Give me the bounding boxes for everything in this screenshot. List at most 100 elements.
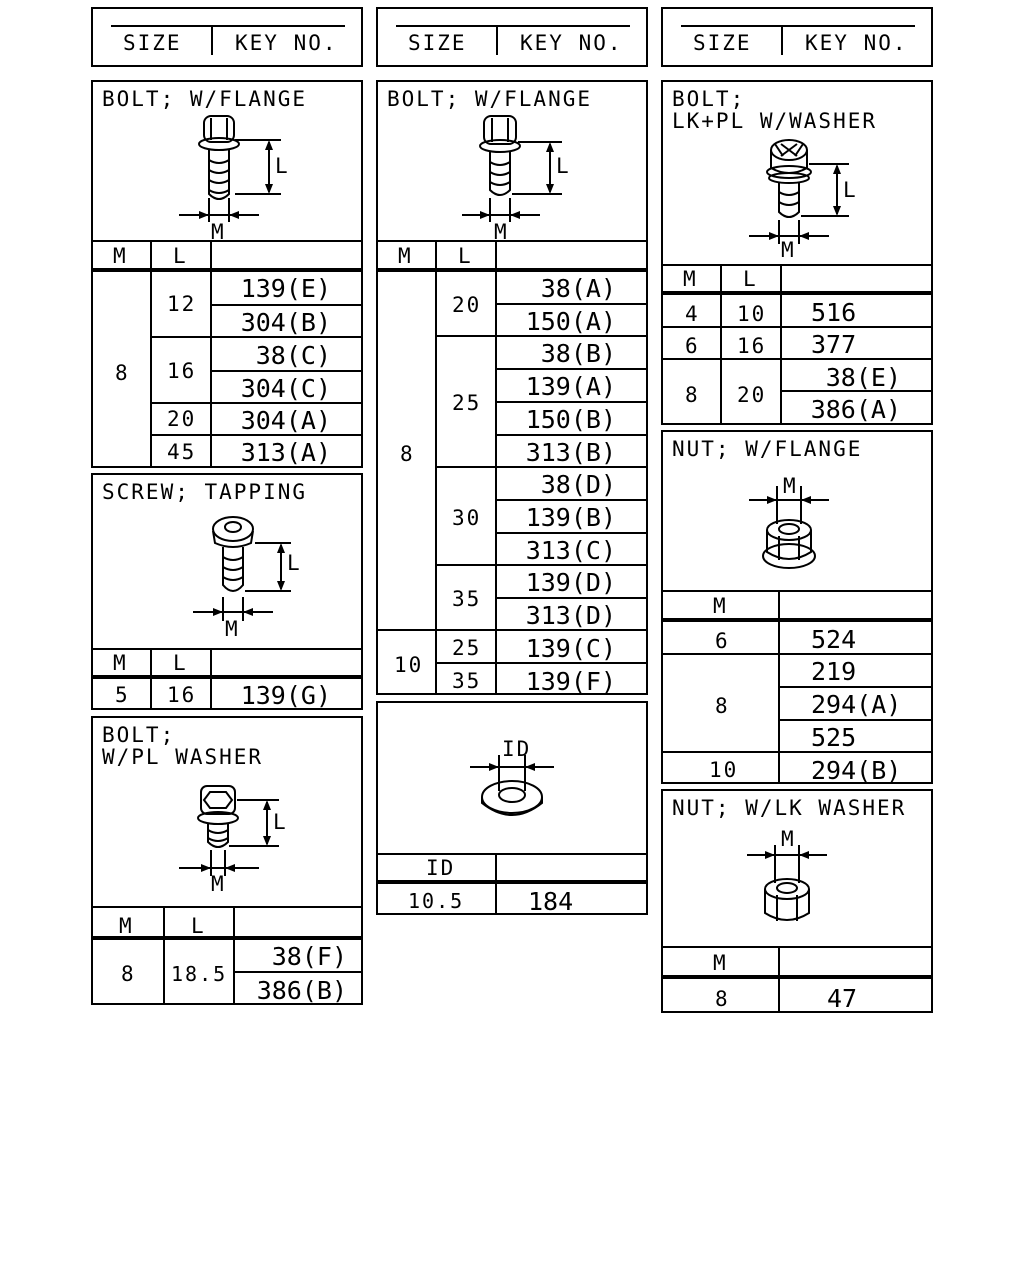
table-line (163, 908, 165, 1003)
header-divider (781, 27, 783, 55)
size-m-value: 8 (121, 962, 136, 986)
key-number: 150(B) (525, 405, 616, 434)
column-l-header: L (173, 244, 188, 268)
panel-title: BOLT; W/FLANGE (387, 87, 593, 111)
table-line (663, 946, 931, 948)
table-line (780, 719, 931, 721)
size-l-value: 25 (452, 391, 482, 415)
size-header: SIZE (123, 31, 182, 55)
table-line (212, 304, 361, 306)
column-m-header: M (119, 914, 134, 938)
dimension-l-label: L (287, 551, 302, 575)
size-m-value: 8 (715, 694, 730, 718)
table-line (210, 242, 212, 466)
table-line (780, 266, 782, 423)
key-number: 516 (811, 298, 857, 327)
table-line (435, 564, 646, 566)
header-rule (396, 25, 630, 27)
key-number: 313(B) (525, 438, 616, 467)
table-line (150, 336, 361, 338)
table-line (663, 358, 931, 360)
size-header: SIZE (693, 31, 752, 55)
table-line (378, 853, 646, 855)
table-line (378, 268, 646, 272)
key-number: 386(A) (810, 395, 901, 424)
dimension-l-label: L (275, 154, 290, 178)
dimension-l-label: L (843, 178, 858, 202)
flange-bolt-illustration (462, 115, 562, 222)
key-number: 219 (811, 657, 857, 686)
table-line (780, 686, 931, 688)
size-m-value: 6 (685, 334, 700, 358)
table-line (93, 906, 361, 908)
key-number: 38(D) (540, 470, 616, 499)
size-m-value: 8 (115, 361, 130, 385)
table-line (210, 650, 212, 708)
dimension-l-label: L (556, 154, 571, 178)
table-line (663, 264, 931, 266)
key-number: 139(D) (525, 568, 616, 597)
table-line (663, 751, 931, 753)
table-line (378, 880, 646, 884)
size-m-value: 8 (715, 987, 730, 1011)
key-no-header: KEY NO. (805, 31, 908, 55)
nut-lk-washer-panel: NUT; W/LK WASHER M M 8 47 (661, 789, 933, 1013)
size-m-value: 8 (685, 383, 700, 407)
table-line (663, 590, 931, 592)
column-m-header: M (713, 594, 728, 618)
panel-title: BOLT; W/FLANGE (102, 87, 308, 111)
column-m-header: M (113, 244, 128, 268)
panel-title: NUT; W/FLANGE (672, 437, 863, 461)
bolt-flange-panel-b: BOLT; W/FLANGE L M M L 8 10 (376, 80, 648, 695)
key-number: 139(E) (240, 274, 331, 303)
key-number: 38(A) (540, 274, 616, 303)
key-number: 38(F) (271, 942, 347, 971)
panel-title: BOLT; LK+PL W/WASHER (672, 87, 878, 133)
size-l-value: 20 (737, 383, 767, 407)
table-line (93, 268, 361, 272)
key-number: 294(B) (811, 756, 902, 785)
table-line (497, 597, 646, 599)
header-box-1: SIZE KEY NO. (91, 7, 363, 67)
size-l-value: 35 (452, 587, 482, 611)
key-number: 184 (528, 887, 574, 916)
key-number: 525 (811, 723, 857, 752)
size-m-value: 6 (715, 629, 730, 653)
screw-tapping-panel: SCREW; TAPPING L M M L 5 16 139(G) (91, 473, 363, 710)
size-m-value: 8 (400, 442, 415, 466)
table-line (150, 434, 361, 436)
table-line (497, 499, 646, 501)
size-l-value: 10 (737, 302, 767, 326)
column-l-header: L (743, 267, 758, 291)
key-no-header: KEY NO. (235, 31, 338, 55)
table-line (720, 266, 722, 423)
dimension-m-label: M (781, 827, 796, 851)
header-rule (111, 25, 345, 27)
table-line (435, 466, 646, 468)
column-m-header: M (113, 651, 128, 675)
size-m-value: 10 (709, 758, 739, 782)
table-line (150, 242, 152, 466)
bolt-pl-washer-panel: BOLT; W/PL WASHER L M M L 8 18.5 38(F) 3… (91, 716, 363, 1005)
size-l-value: 18.5 (171, 962, 228, 986)
flange-bolt-illustration (179, 115, 281, 222)
header-rule (681, 25, 915, 27)
key-no-header: KEY NO. (520, 31, 623, 55)
table-line (378, 240, 646, 242)
table-line (378, 629, 646, 631)
key-number: 377 (811, 330, 857, 359)
table-line (93, 675, 361, 679)
size-l-value: 20 (452, 293, 482, 317)
key-number: 139(C) (525, 634, 616, 663)
size-l-value: 35 (452, 669, 482, 693)
table-line (93, 240, 361, 242)
key-number: 38(E) (825, 363, 901, 392)
bolt-flange-panel-a: BOLT; W/FLANGE L M M L 8 12 139(E) 304(B… (91, 80, 363, 468)
size-l-value: 30 (452, 506, 482, 530)
key-number: 150(A) (525, 307, 616, 336)
table-line (497, 303, 646, 305)
size-m-value: 5 (115, 683, 130, 707)
washer-illustration (470, 755, 554, 816)
washer-panel: ID ID 10.5 184 (376, 701, 648, 915)
panel-title: NUT; W/LK WASHER (672, 796, 907, 820)
